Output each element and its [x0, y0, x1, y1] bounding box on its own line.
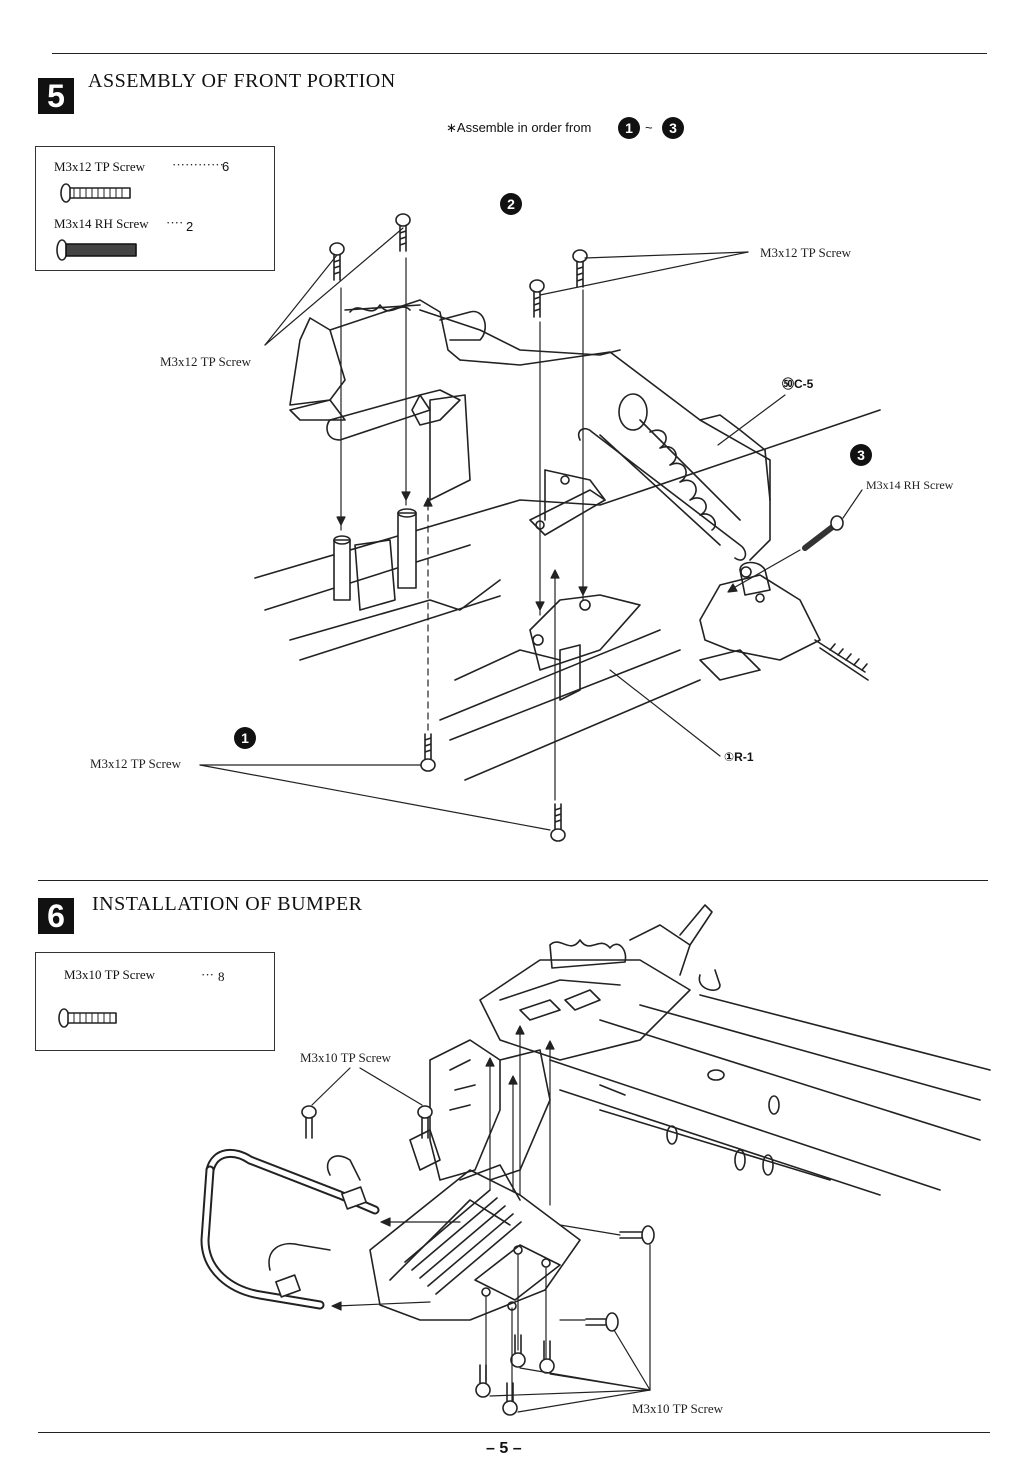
assembly-order-note-text: ∗Assemble in order from: [446, 120, 592, 135]
section-divider-rule: [38, 880, 988, 881]
part-tp-screw-qty: 6: [222, 159, 230, 174]
section-6-title: INSTALLATION OF BUMPER: [92, 893, 363, 915]
section-6-badge: 6: [38, 898, 74, 934]
order-end-badge: 3: [662, 117, 684, 139]
section-5-screws: [329, 213, 844, 842]
callout-part-c5: ㊿C-5: [782, 377, 814, 391]
order-separator: ~: [645, 120, 653, 135]
screw-bottom-1: [420, 733, 436, 772]
bumper-screw-top-1: [301, 1105, 317, 1139]
part-rh-screw-illustration: [56, 239, 137, 261]
screw-top-3: [529, 279, 545, 318]
section-6-part-screw-icon: [58, 1008, 117, 1028]
callout-rh-screw: M3x14 RH Screw: [866, 478, 954, 492]
bottom-rule: [38, 1432, 990, 1433]
callout-m3x10-bottom: M3x10 TP Screw: [632, 1401, 723, 1416]
part-tp-screw-dots: ············: [172, 157, 224, 172]
front-knuckle-axle: [699, 561, 869, 681]
chassis-with-bumper-drawing: [200, 904, 991, 1321]
bumper-screw-bottom-1: [510, 1334, 526, 1368]
part-rh-screw-name: M3x14 RH Screw: [54, 216, 149, 231]
part-m3x10-qty: 8: [218, 969, 225, 984]
screw-top-2: [395, 213, 411, 252]
callout-tp-screw-top-right: M3x12 TP Screw: [760, 245, 851, 260]
callout-m3x10-top: M3x10 TP Screw: [300, 1050, 391, 1065]
order-start-badge: 1: [618, 117, 640, 139]
bumper-screw-right-1: [619, 1225, 655, 1245]
section-5-badge: 5: [38, 78, 74, 114]
section-5-parts-box: M3x12 TP Screw ············ 6 M3x14 RH S…: [35, 146, 275, 271]
screw-bottom-2: [550, 803, 566, 842]
section-6-parts-box: M3x10 TP Screw ··· 8: [35, 952, 275, 1051]
screw-rh: [802, 515, 844, 551]
page-number: – 5 –: [486, 1440, 522, 1457]
assembly-order-note: ∗Assemble in order from 1 ~ 3: [446, 117, 696, 141]
callout-part-r1: ①R-1: [724, 750, 754, 764]
section-5-guide-lines: [199, 227, 863, 831]
part-rh-screw-dots: ····: [166, 215, 184, 230]
part-tp-screw-illustration: [60, 183, 131, 203]
step-1-badge: 1: [234, 727, 256, 749]
section-6-screws: [301, 1105, 655, 1416]
step-2-badge: 2: [500, 193, 522, 215]
bumper-screw-top-2: [417, 1105, 433, 1139]
step-3-badge: 3: [850, 444, 872, 466]
callout-tp-screw-bottom: M3x12 TP Screw: [90, 756, 181, 771]
bumper-screw-right-2: [585, 1312, 619, 1332]
front-shock-absorber: [577, 393, 771, 561]
part-m3x10-dots: ···: [201, 967, 214, 982]
bumper-screw-bottom-3: [475, 1364, 491, 1398]
front-chassis-drawing: [254, 299, 881, 781]
part-tp-screw-name: M3x12 TP Screw: [54, 159, 145, 174]
bumper-screw-bottom-4: [502, 1382, 518, 1416]
part-rh-screw-qty: 2: [186, 219, 194, 234]
bumper-screw-bottom-2: [539, 1340, 555, 1374]
section-5-title: ASSEMBLY OF FRONT PORTION: [88, 70, 396, 92]
screw-top-4: [572, 249, 588, 288]
top-rule: [52, 53, 987, 54]
part-m3x10-name: M3x10 TP Screw: [64, 967, 155, 982]
callout-tp-screw-left: M3x12 TP Screw: [160, 354, 251, 369]
section-6-guide-lines: [311, 1025, 651, 1413]
